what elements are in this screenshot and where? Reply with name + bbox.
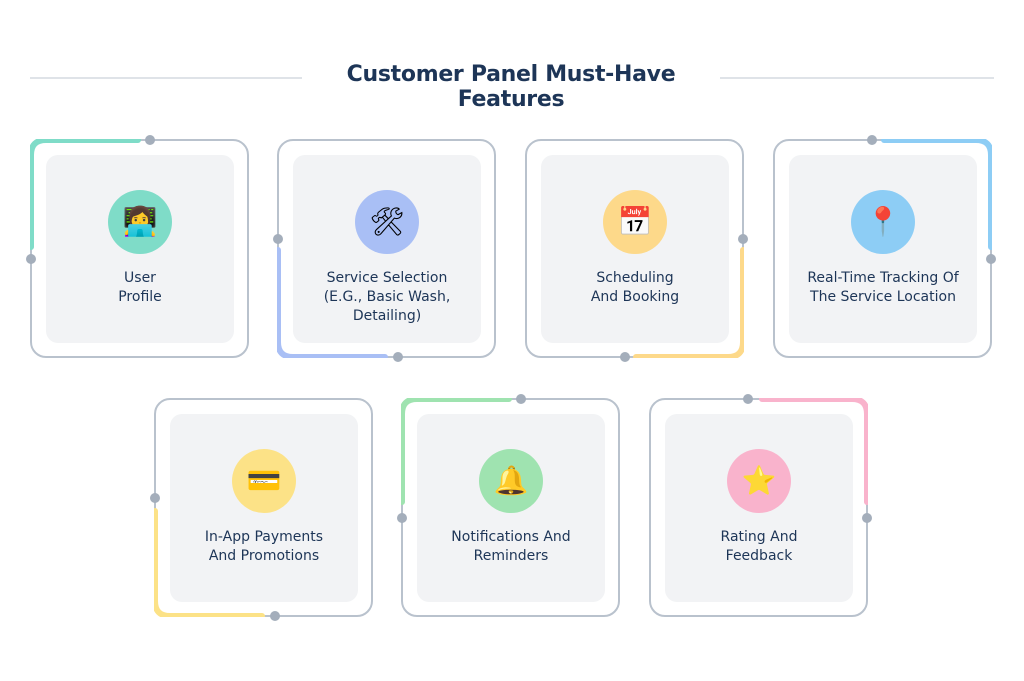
connector-dot [986, 254, 996, 264]
connector-dot [620, 352, 630, 362]
connector-dot [862, 513, 872, 523]
connector-dot [145, 135, 155, 145]
feature-card-user-profile: 👩‍💻 User Profile [26, 135, 249, 358]
feature-label: Service Selection (E.G., Basic Wash, Det… [323, 270, 451, 324]
card-accent-corner [277, 247, 388, 358]
feature-label: In-App Payments And Promotions [204, 529, 324, 564]
card-accent-corner [401, 398, 512, 505]
connector-dot [393, 352, 403, 362]
feature-card-in-app-payments: 💳 In-App Payments And Promotions [150, 398, 373, 621]
connector-dot [26, 254, 36, 264]
connector-dot [738, 234, 748, 244]
feature-card-scheduling: 📅 Scheduling And Booking [525, 139, 748, 362]
title-divider-right [720, 77, 994, 79]
connector-dot [516, 394, 526, 404]
title-row: Customer Panel Must-Have Features [0, 62, 1024, 112]
card-accent-corner [633, 247, 744, 358]
feature-card-rating: ⭐ Rating And Feedback [649, 394, 872, 617]
calendar-icon: 📅 [603, 190, 667, 254]
feature-label: Rating And Feedback [720, 529, 798, 564]
credit-card-icon: 💳 [232, 449, 296, 513]
feature-label: Scheduling And Booking [590, 270, 680, 305]
feature-label: Real-Time Tracking Of The Service Locati… [807, 270, 959, 305]
location-pin-icon: 📍 [851, 190, 915, 254]
title-divider-left [30, 77, 302, 79]
feature-card-notifications: 🔔 Notifications And Reminders [397, 394, 620, 617]
connector-dot [273, 234, 283, 244]
feature-label: User Profile [118, 270, 162, 305]
connector-dot [397, 513, 407, 523]
feature-card-service-selection: 🛠 Service Selection (E.G., Basic Wash, D… [273, 139, 496, 362]
user-profile-icon: 👩‍💻 [108, 190, 172, 254]
connector-dot [270, 611, 280, 621]
tools-icon: 🛠 [355, 190, 419, 254]
feature-card-real-time-tracking: 📍 Real-Time Tracking Of The Service Loca… [773, 135, 996, 358]
bell-icon: 🔔 [479, 449, 543, 513]
card-accent-corner [881, 139, 992, 250]
page-title: Customer Panel Must-Have Features [346, 62, 676, 112]
connector-dot [150, 493, 160, 503]
connector-dot [867, 135, 877, 145]
card-accent-corner [154, 508, 265, 617]
feature-label: Notifications And Reminders [451, 529, 571, 564]
star-icon: ⭐ [727, 449, 791, 513]
connector-dot [743, 394, 753, 404]
card-accent-corner [759, 398, 868, 505]
card-accent-corner [30, 139, 141, 250]
